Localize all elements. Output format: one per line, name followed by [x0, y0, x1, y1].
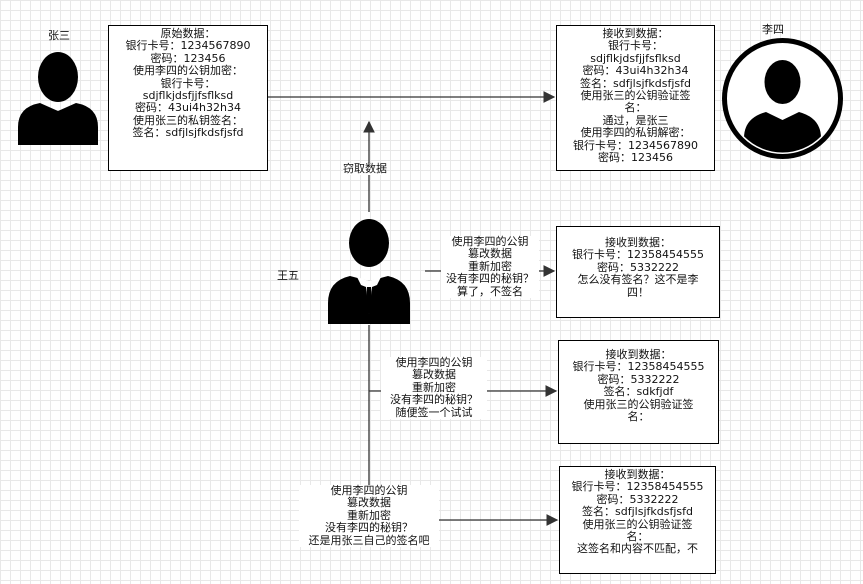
attack-2-note: 使用李四的公钥 篡改数据 重新加密 没有李四的秘钥？ 随便签一个试试 — [381, 356, 487, 420]
note-line: 篡改数据 — [347, 496, 391, 510]
box-line: 密码：5332222 — [596, 492, 679, 506]
wangwu-person-icon — [328, 219, 410, 324]
lisi-label: 李四 — [762, 23, 784, 36]
note-line: 使用李四的公钥 — [451, 235, 529, 248]
attack-1-box: 接收到数据： 银行卡号：12358454555 密码：5332222 怎么没有签… — [556, 226, 720, 318]
attack-2-box: 接收到数据： 银行卡号：12358454555 密码：5332222 签名：sd… — [558, 340, 719, 444]
box-line: 密码：43ui4h32h34 — [582, 64, 689, 78]
box-line: 银行卡号：1234567890 — [125, 39, 251, 53]
box-line: 使用李四的公钥加密： — [133, 64, 243, 78]
box-line: 银行卡号：12358454555 — [571, 480, 704, 494]
zhangsan-label: 张三 — [48, 29, 70, 42]
box-line: 使用李四的私钥解密： — [580, 126, 691, 140]
box-line: 密码：5332222 — [597, 260, 679, 274]
box-line: 名： — [624, 101, 647, 115]
steal-label: 窃取数据 — [343, 162, 387, 176]
attack-1-note: 使用李四的公钥 篡改数据 重新加密 没有李四的秘钥？ 算了，不签名 — [441, 235, 539, 299]
box-line: 四！ — [627, 285, 649, 299]
box-line: 银行卡号：12358454555 — [572, 360, 705, 374]
box-line: 银行卡号： — [608, 39, 663, 53]
box-line: 名： — [627, 410, 650, 424]
note-line: 重新加密 — [468, 259, 512, 273]
attack-3-note: 使用李四的公钥 篡改数据 重新加密 没有李四的秘钥？ 还是用张三自己的签名吧 — [299, 484, 439, 548]
note-line: 随便签一个试试 — [395, 405, 473, 419]
received-data-box: 接收到数据： 银行卡号： sdjflkjdsfjjfsflksd 密码：43ui… — [556, 25, 715, 171]
box-line: 接收到数据： — [605, 348, 672, 361]
note-line: 使用李四的公钥 — [330, 484, 408, 497]
box-line: 密码：43ui4h32h34 — [135, 101, 241, 115]
note-line: 使用李四的公钥 — [395, 356, 473, 369]
zhangsan-person-icon — [18, 52, 98, 145]
note-line: 篡改数据 — [412, 368, 456, 382]
lisi-person-icon — [722, 38, 843, 159]
box-line: 怎么没有签名？这不是李 — [577, 273, 699, 287]
box-line: 原始数据： — [160, 27, 216, 40]
box-line: sdjflkjdsfjjfsflksd — [142, 89, 234, 103]
box-line: 密码：123456 — [598, 151, 673, 165]
box-line: 密码：123456 — [150, 51, 226, 65]
box-line: 接收到数据： — [604, 468, 671, 481]
wangwu-label: 王五 — [277, 269, 299, 282]
box-line: 使用张三的公钥验证签 — [580, 89, 691, 103]
box-line: 名： — [626, 530, 649, 544]
box-line: 接收到数据： — [605, 236, 671, 249]
box-line: 使用张三的公钥验证签 — [583, 397, 694, 411]
box-line: 签名：sdkfjdf — [603, 385, 674, 399]
box-line: sdjflkjdsfjjfsflksd — [590, 51, 681, 65]
box-line: 使用张三的私钥签名： — [133, 113, 243, 127]
note-line: 重新加密 — [347, 508, 391, 522]
note-line: 篡改数据 — [468, 247, 512, 261]
note-line: 没有李四的秘钥？ — [325, 521, 413, 535]
note-line: 没有李四的秘钥？ — [390, 393, 478, 407]
box-line: 签名：sdfjlsjfkdsfjsfd — [132, 126, 244, 140]
note-line: 算了，不签名 — [457, 284, 523, 298]
note-line: 重新加密 — [412, 380, 456, 394]
box-line: 这签名和内容不匹配，不 — [577, 542, 698, 556]
box-line: 银行卡号：12358454555 — [572, 248, 704, 262]
original-data-box: 原始数据： 银行卡号：1234567890 密码：123456 使用李四的公钥加… — [108, 25, 268, 171]
box-line: 银行卡号：1234567890 — [573, 138, 698, 152]
box-line: 银行卡号： — [160, 76, 216, 90]
box-line: 签名：sdfjlsjfkdsfjsfd — [580, 76, 691, 90]
box-line: 通过，是张三 — [602, 113, 669, 127]
box-line: 签名：sdfjlsjfkdsfjsfd — [582, 505, 693, 519]
box-line: 密码：5332222 — [597, 372, 680, 386]
note-line: 还是用张三自己的签名吧 — [308, 533, 430, 547]
box-line: 接收到数据： — [602, 27, 669, 40]
box-line: 使用张三的公钥验证签 — [582, 517, 693, 531]
attack-3-box: 接收到数据： 银行卡号：12358454555 密码：5332222 签名：sd… — [559, 466, 716, 574]
note-line: 没有李四的秘钥？ — [446, 272, 534, 286]
